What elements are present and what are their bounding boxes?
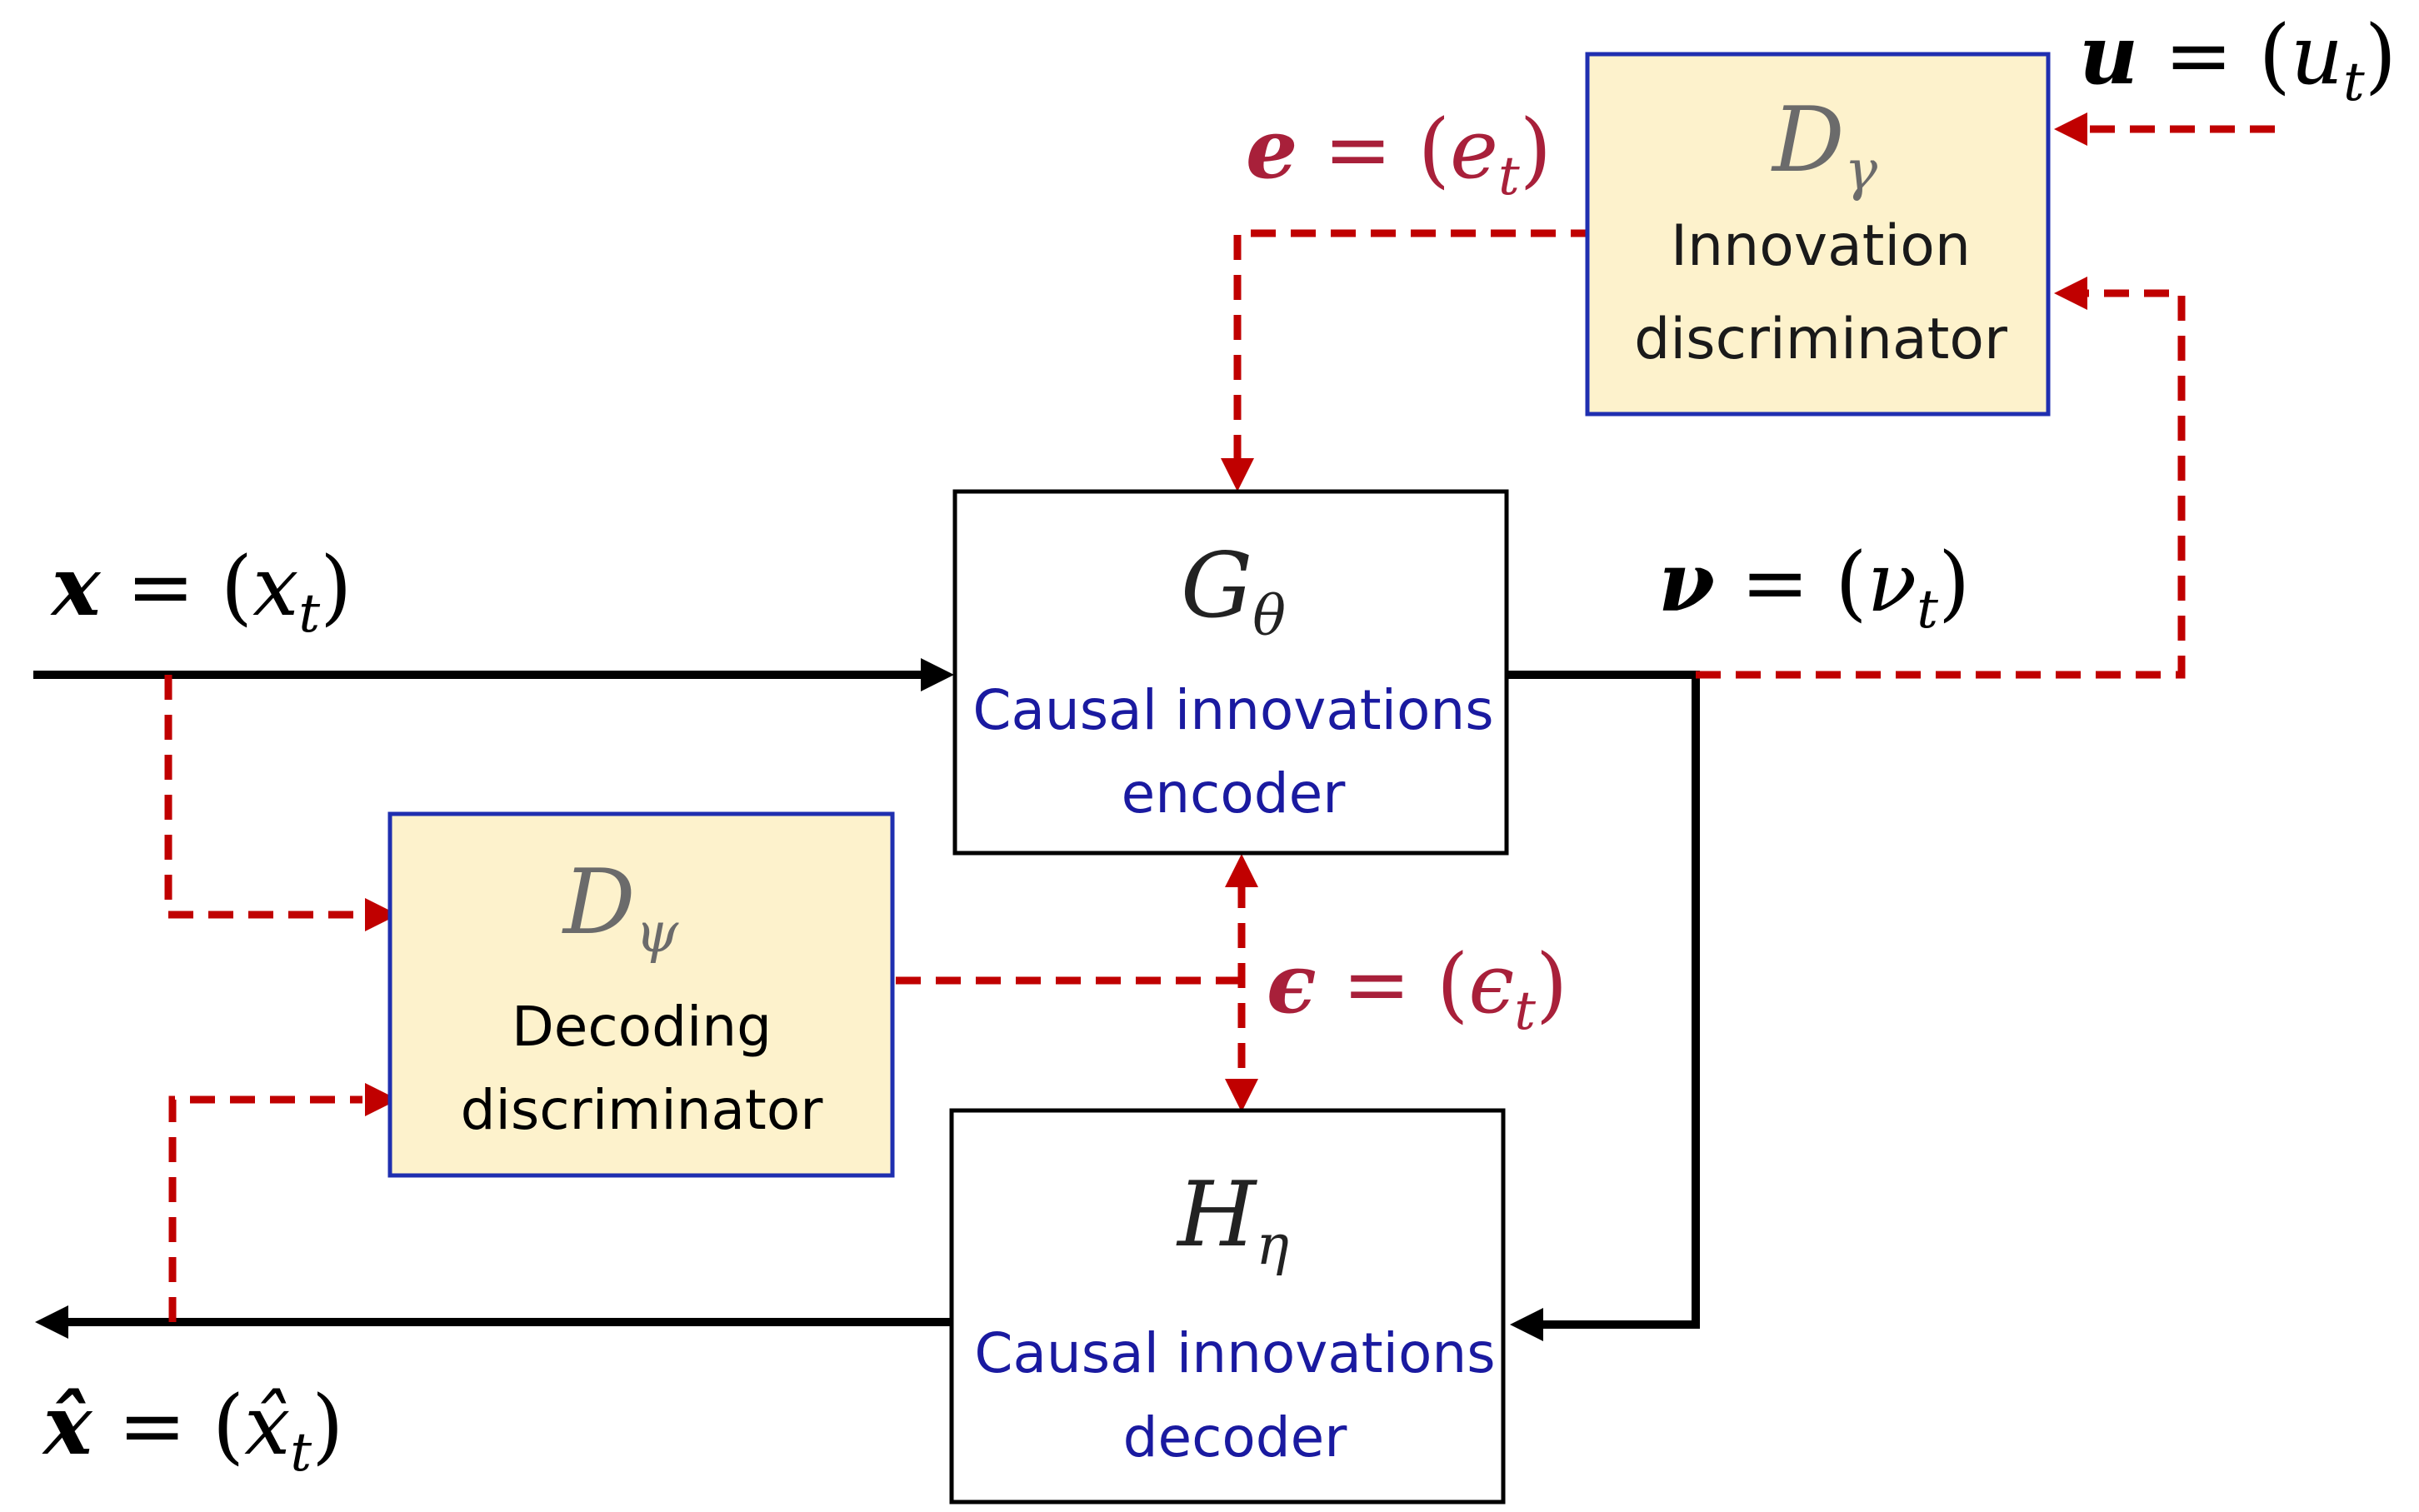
x-hat-var: x̂ bbox=[244, 1379, 290, 1474]
epsilon-bold: ϵ bbox=[1267, 936, 1317, 1032]
e-down-arrowhead bbox=[1221, 458, 1254, 492]
encoder-label-line1: Causal innovations bbox=[972, 678, 1493, 742]
x-close: ) bbox=[320, 540, 352, 635]
encoder-block: Gθ Causal innovations encoder bbox=[952, 489, 1509, 856]
epsilon-close: ) bbox=[1536, 937, 1567, 1032]
x-signal-label: x = (xt) bbox=[50, 539, 352, 645]
u-close: ) bbox=[2365, 8, 2397, 103]
u-to-innovation-disc-arrowhead bbox=[2054, 112, 2087, 146]
x-hat-to-decoding-disc-line bbox=[168, 1095, 362, 1322]
innovation-discriminator-label-line1: Innovation bbox=[1671, 213, 1971, 279]
encoder-subscript: θ bbox=[1252, 584, 1286, 648]
decoding-discriminator-symbol: D bbox=[562, 851, 636, 955]
nu-close: ) bbox=[1938, 536, 1970, 631]
svg-text:Dγ: Dγ bbox=[1771, 88, 1878, 202]
e-bold: e bbox=[1246, 102, 1297, 197]
x-hat-to-decoding-disc-arrowhead bbox=[365, 1083, 398, 1116]
x-hat-signal-label: x̂ = (x̂t) bbox=[42, 1378, 343, 1484]
decoder-subscript: η bbox=[1256, 1213, 1289, 1277]
encoder-box bbox=[952, 489, 1509, 856]
x-bold: x bbox=[50, 539, 102, 635]
x-input-arrowhead bbox=[921, 658, 954, 691]
epsilon-up-arrowhead bbox=[1225, 854, 1258, 887]
innovation-discriminator-block: Dγ Innovation discriminator bbox=[1585, 52, 2051, 417]
decoding-discriminator-label-line1: Decoding bbox=[512, 995, 772, 1059]
decoder-block: Hη Causal innovations decoder bbox=[949, 1108, 1506, 1505]
epsilon-var: ϵ bbox=[1468, 937, 1514, 1032]
svg-text:Hη: Hη bbox=[1176, 1163, 1289, 1277]
u-bold: u bbox=[2079, 7, 2138, 103]
decoder-label-line1: Causal innovations bbox=[974, 1321, 1495, 1385]
decoding-discriminator-block: Dψ Decoding discriminator bbox=[387, 811, 895, 1178]
x-hat-bold: x̂ bbox=[42, 1378, 93, 1474]
nu-to-decoder-arrowhead bbox=[1510, 1308, 1543, 1341]
decoding-discriminator-box bbox=[387, 811, 895, 1178]
x-hat-sub: t bbox=[290, 1422, 312, 1484]
e-line bbox=[1233, 229, 1596, 462]
e-var: e bbox=[1450, 102, 1498, 197]
x-hat-eq: = ( bbox=[92, 1379, 244, 1474]
x-sub: t bbox=[298, 583, 320, 645]
u-signal-label: u = (ut) bbox=[2079, 7, 2397, 113]
x-to-decoding-disc-line bbox=[164, 675, 362, 919]
x-to-decoding-disc-arrowhead bbox=[365, 898, 398, 931]
svg-text:Dψ: Dψ bbox=[562, 851, 680, 965]
nu-var: ν bbox=[1867, 536, 1917, 631]
innovation-discriminator-label-line2: discriminator bbox=[1634, 307, 2007, 372]
innovation-discriminator-subscript: γ bbox=[1845, 138, 1878, 202]
x-eq: = ( bbox=[100, 540, 252, 635]
encoder-symbol: G bbox=[1181, 534, 1252, 638]
nu-sub: t bbox=[1917, 579, 1938, 641]
epsilon-eq: = ( bbox=[1317, 937, 1469, 1032]
x-hat-close: ) bbox=[312, 1379, 343, 1474]
innovation-discriminator-symbol: D bbox=[1771, 88, 1845, 192]
dashed-arrowheads bbox=[365, 112, 2087, 1116]
e-eq: = ( bbox=[1297, 102, 1450, 197]
innovation-discriminator-box bbox=[1585, 52, 2051, 417]
nu-eq: = ( bbox=[1715, 536, 1867, 631]
nu-to-innovation-disc-line bbox=[1696, 289, 2186, 679]
solid-connections bbox=[33, 658, 1700, 1341]
decoder-label-line2: decoder bbox=[1123, 1405, 1348, 1470]
decoding-discriminator-label-line2: discriminator bbox=[461, 1078, 824, 1142]
epsilon-down-arrowhead bbox=[1225, 1079, 1258, 1112]
nu-bold: ν bbox=[1658, 535, 1715, 631]
decoder-box bbox=[949, 1108, 1506, 1505]
e-close: ) bbox=[1520, 102, 1552, 197]
e-signal-label: e = (et) bbox=[1246, 102, 1552, 207]
decoding-discriminator-subscript: ψ bbox=[635, 901, 679, 965]
e-sub: t bbox=[1498, 146, 1520, 207]
epsilon-signal-label: ϵ = (ϵt) bbox=[1267, 936, 1567, 1042]
x-hat-output-arrowhead bbox=[35, 1305, 68, 1339]
nu-output-line bbox=[1506, 671, 1700, 1329]
decoder-symbol: H bbox=[1176, 1163, 1257, 1267]
u-var: u bbox=[2291, 8, 2343, 103]
u-sub: t bbox=[2343, 52, 2365, 113]
nu-to-innovation-disc-arrowhead bbox=[2054, 277, 2087, 310]
nu-signal-label: ν = (νt) bbox=[1658, 535, 1970, 641]
encoder-label-line2: encoder bbox=[1122, 761, 1347, 826]
x-var: x bbox=[252, 540, 298, 635]
epsilon-sub: t bbox=[1514, 981, 1536, 1042]
u-eq: = ( bbox=[2138, 8, 2291, 103]
dashed-connections bbox=[164, 125, 2275, 1322]
svg-text:Gθ: Gθ bbox=[1181, 534, 1286, 648]
